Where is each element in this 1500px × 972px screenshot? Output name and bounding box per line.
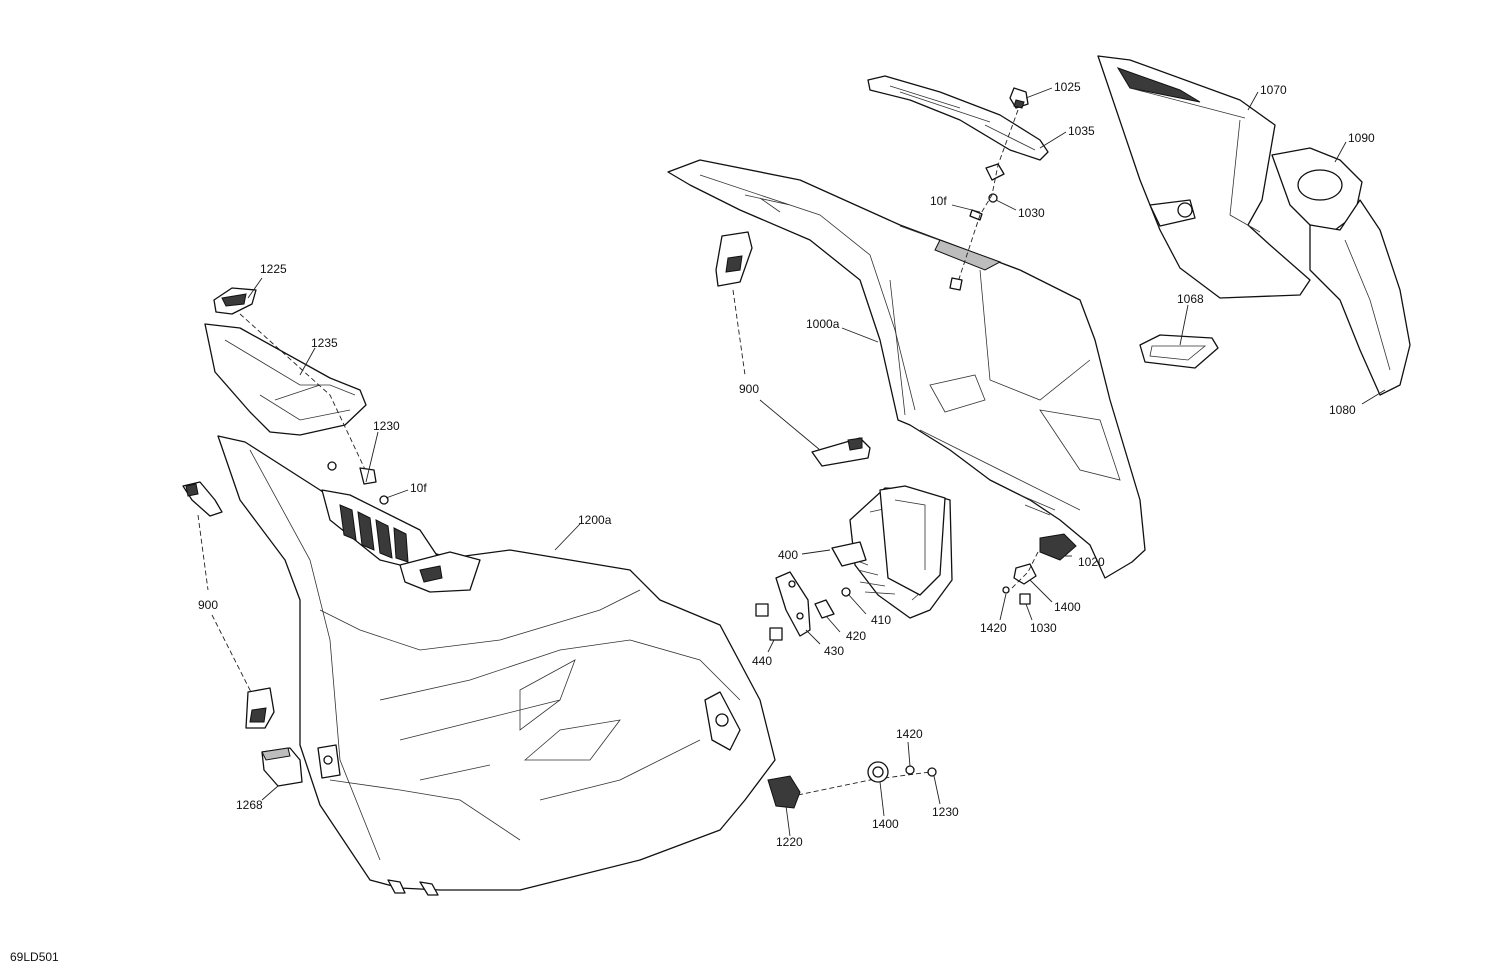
part-1035-top-trim[interactable] <box>867 75 1049 161</box>
callout-1268: 1268 <box>236 798 263 812</box>
part-1220-latch[interactable] <box>767 775 801 809</box>
part-1230-top-washer[interactable] <box>327 461 337 471</box>
callout-440: 440 <box>752 654 772 668</box>
diagram-reference-code: 69LD501 <box>10 950 59 964</box>
part-small-clip-console[interactable] <box>949 277 963 291</box>
part-1420-washer-bot[interactable] <box>905 765 915 775</box>
callout-1025: 1025 <box>1054 80 1081 94</box>
part-10f-top-screw[interactable] <box>359 467 389 505</box>
part-1070-side-panel[interactable] <box>1097 55 1311 299</box>
part-1068-grille[interactable] <box>1139 334 1219 369</box>
part-900-clip-left-lower[interactable] <box>245 687 275 729</box>
callout-1090: 1090 <box>1348 131 1375 145</box>
part-410-storage-bin[interactable] <box>849 485 953 619</box>
callout-1068: 1068 <box>1177 292 1204 306</box>
callout-1230-bot: 1230 <box>932 805 959 819</box>
callout-1400-bot: 1400 <box>872 817 899 831</box>
part-1030-screw-mid[interactable] <box>1019 593 1031 605</box>
part-900-clip-right-lower[interactable] <box>811 437 871 467</box>
callout-430: 430 <box>824 644 844 658</box>
callout-1080: 1080 <box>1329 403 1356 417</box>
callout-1035: 1035 <box>1068 124 1095 138</box>
part-1000a-console[interactable] <box>667 159 1146 579</box>
leader-1220-1230 <box>797 771 931 796</box>
part-400-latch-assembly[interactable] <box>775 541 867 637</box>
callout-1200a: 1200a <box>578 513 612 527</box>
callout-1030-top: 1030 <box>1018 206 1045 220</box>
callout-410: 410 <box>871 613 891 627</box>
callout-900-right: 900 <box>739 382 759 396</box>
callout-900-left: 900 <box>198 598 218 612</box>
callout-1070: 1070 <box>1260 83 1287 97</box>
callout-leaders <box>247 87 1386 837</box>
callout-1235: 1235 <box>311 336 338 350</box>
callout-1420-bot: 1420 <box>896 727 923 741</box>
part-1020-knob[interactable] <box>1039 533 1077 561</box>
part-1030-top-screws[interactable] <box>969 163 1005 221</box>
part-1080-side-trim[interactable] <box>1309 199 1411 396</box>
part-440-screws[interactable] <box>755 603 783 641</box>
callout-400: 400 <box>778 548 798 562</box>
callout-1220: 1220 <box>776 835 803 849</box>
part-1400-grommet-bot[interactable] <box>867 761 889 783</box>
part-1225-cap[interactable] <box>213 287 257 315</box>
callout-10f-left: 10f <box>410 481 427 495</box>
part-900-clip-left-upper[interactable] <box>182 481 223 517</box>
leader-900-right <box>732 289 746 376</box>
callout-1000a: 1000a <box>806 317 840 331</box>
callout-1030-mid: 1030 <box>1030 621 1057 635</box>
part-1400-grommet-mid[interactable] <box>1013 563 1037 585</box>
part-420-clip[interactable] <box>814 599 835 619</box>
callout-420: 420 <box>846 629 866 643</box>
part-1230-washer-bot[interactable] <box>927 767 937 777</box>
callout-labels: 1025 1035 1070 1090 10f 1030 1000a 1068 … <box>198 80 1375 849</box>
part-1420-washer-mid[interactable] <box>1002 586 1010 594</box>
callout-1400-mid: 1400 <box>1054 600 1081 614</box>
part-1025-clip[interactable] <box>1009 87 1029 109</box>
leader-1225-1230 <box>239 313 371 481</box>
part-1268-bracket[interactable] <box>317 744 341 779</box>
part-1268-cover[interactable] <box>261 747 303 787</box>
callout-1225: 1225 <box>260 262 287 276</box>
callout-1020: 1020 <box>1078 555 1105 569</box>
part-900-clip-right-upper[interactable] <box>715 231 753 287</box>
callout-1230-top: 1230 <box>373 419 400 433</box>
callout-10f-top: 10f <box>930 194 947 208</box>
part-1200a-body-panel[interactable] <box>217 435 776 896</box>
callout-1420-mid: 1420 <box>980 621 1007 635</box>
leader-900-left <box>197 514 209 591</box>
part-1235-vent-frame[interactable] <box>204 323 367 436</box>
leader-1025-1035 <box>957 109 1019 283</box>
